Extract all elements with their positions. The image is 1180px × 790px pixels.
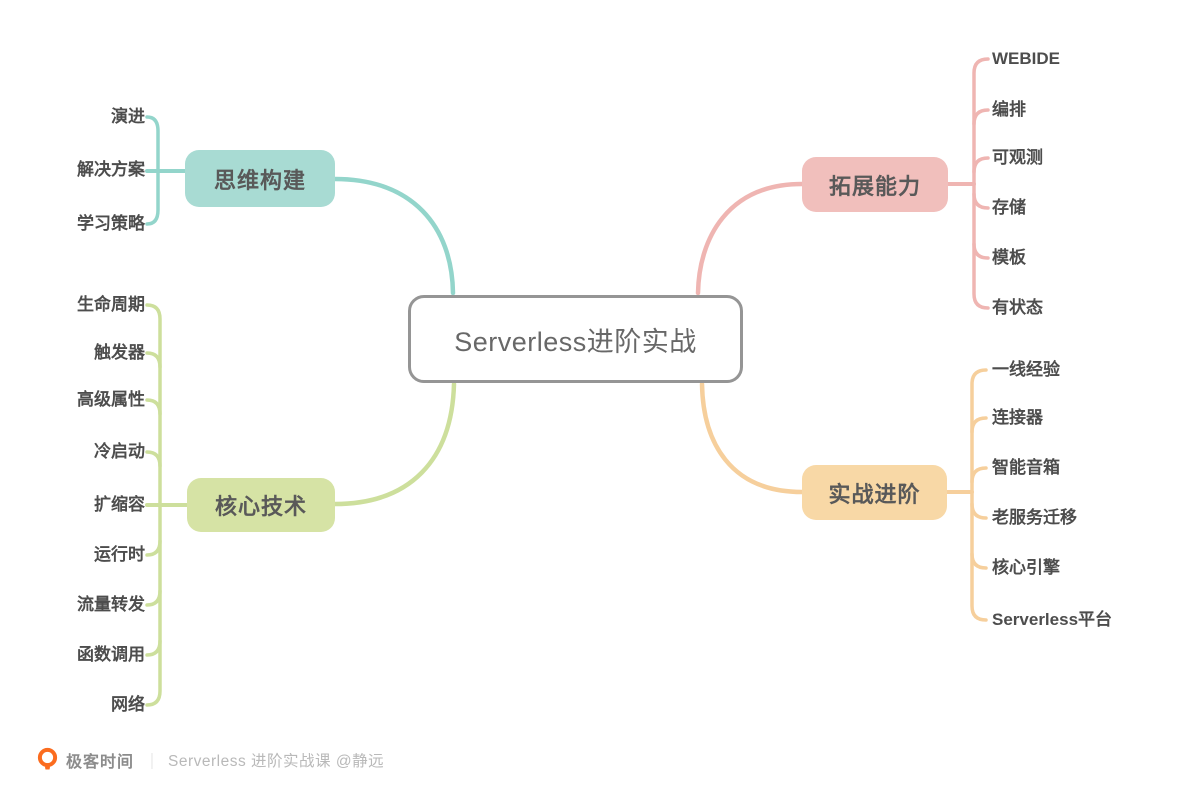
topic-label[interactable]: 存储 bbox=[992, 198, 1026, 217]
child-connector bbox=[970, 552, 988, 570]
brand-name: 极客时间 bbox=[66, 753, 135, 771]
child-connector bbox=[145, 351, 162, 369]
child-connector bbox=[970, 466, 988, 484]
topic-label[interactable]: 流量转发 bbox=[77, 595, 145, 614]
branch-spine bbox=[970, 368, 988, 622]
child-connector bbox=[970, 502, 988, 520]
topic-label[interactable]: 可观测 bbox=[992, 148, 1043, 167]
geektime-logo-icon bbox=[37, 747, 58, 770]
branch-curve bbox=[332, 176, 456, 296]
child-connector bbox=[972, 108, 990, 126]
child-connector bbox=[972, 192, 990, 210]
footer-caption: Serverless 进阶实战课 @静远 bbox=[168, 752, 385, 770]
topic-label[interactable]: 扩缩容 bbox=[94, 495, 145, 514]
child-connector bbox=[145, 639, 162, 657]
branch-node-core[interactable]: 核心技术 bbox=[187, 478, 335, 532]
child-connector bbox=[970, 416, 988, 434]
topic-label[interactable]: 生命周期 bbox=[77, 295, 145, 314]
topic-label[interactable]: 触发器 bbox=[94, 343, 145, 362]
branch-curve bbox=[699, 381, 805, 495]
topic-label[interactable]: 学习策略 bbox=[77, 214, 145, 233]
branch-node-extend[interactable]: 拓展能力 bbox=[802, 157, 948, 212]
topic-label[interactable]: 运行时 bbox=[94, 545, 145, 564]
topic-label[interactable]: 连接器 bbox=[992, 408, 1043, 427]
topic-label[interactable]: 编排 bbox=[992, 100, 1026, 119]
topic-label[interactable]: 模板 bbox=[992, 248, 1026, 267]
topic-label[interactable]: 有状态 bbox=[992, 298, 1043, 317]
child-connector bbox=[145, 450, 162, 468]
topic-label[interactable]: 老服务迁移 bbox=[992, 508, 1077, 527]
topic-label[interactable]: 一线经验 bbox=[992, 360, 1060, 379]
central-topic-node[interactable]: Serverless进阶实战 bbox=[408, 295, 743, 383]
branch-node-practice[interactable]: 实战进阶 bbox=[802, 465, 947, 520]
branch-curve bbox=[332, 381, 457, 507]
topic-label[interactable]: WEBIDE bbox=[992, 49, 1060, 68]
topic-label[interactable]: 核心引擎 bbox=[992, 558, 1060, 577]
topic-label[interactable]: 高级属性 bbox=[77, 390, 145, 409]
child-connector bbox=[145, 398, 162, 416]
branch-curve bbox=[695, 181, 805, 296]
topic-label[interactable]: 函数调用 bbox=[77, 645, 145, 664]
child-connector bbox=[972, 242, 990, 260]
child-connector bbox=[145, 589, 162, 607]
branch-node-mind[interactable]: 思维构建 bbox=[185, 150, 335, 207]
branch-spine bbox=[972, 57, 990, 310]
watermark: 极客时间 ｜ Serverless 进阶实战课 @静远 bbox=[36, 747, 384, 772]
topic-label[interactable]: 智能音箱 bbox=[992, 458, 1060, 477]
footer-separator: ｜ bbox=[144, 753, 161, 771]
topic-label[interactable]: Serverless平台 bbox=[992, 610, 1113, 629]
child-connector bbox=[972, 156, 990, 174]
topic-label[interactable]: 解决方案 bbox=[77, 160, 145, 179]
topic-label[interactable]: 网络 bbox=[111, 695, 145, 714]
topic-label[interactable]: 演进 bbox=[111, 107, 145, 126]
topic-label[interactable]: 冷启动 bbox=[94, 442, 145, 461]
child-connector bbox=[145, 539, 162, 557]
